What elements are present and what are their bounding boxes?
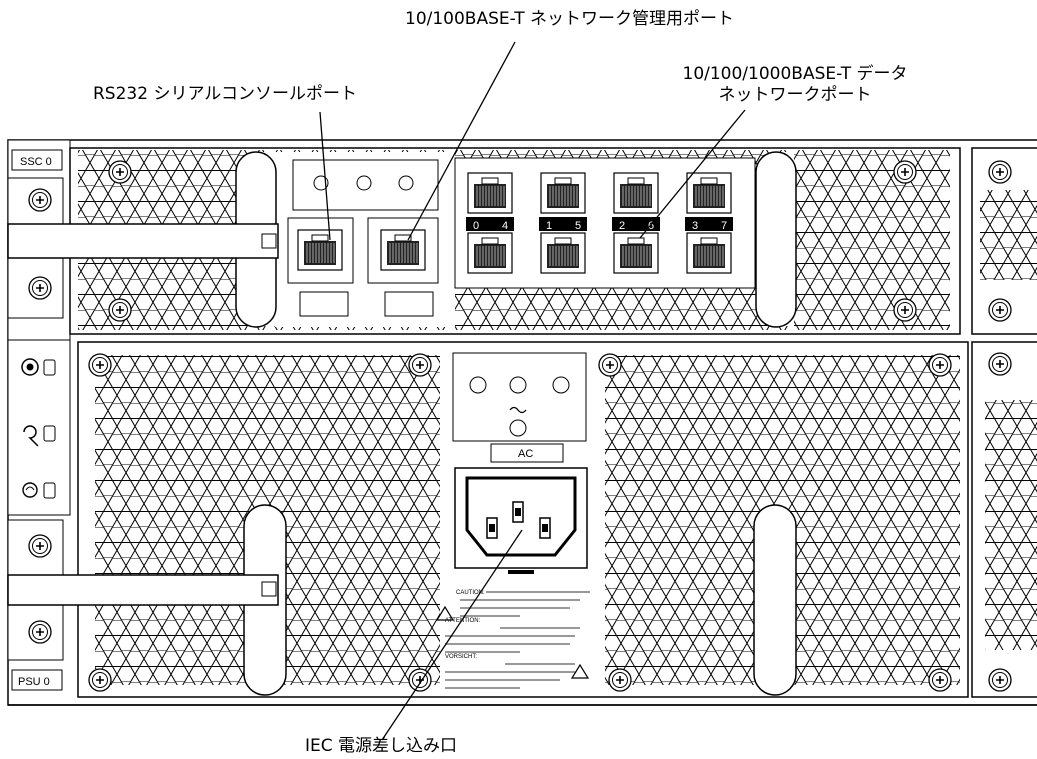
screw-icon — [28, 620, 52, 644]
screw-icon — [108, 160, 132, 184]
data-port-callout: 10/100/1000BASE-T データ ネットワークポート — [665, 64, 925, 106]
dc-led — [469, 376, 487, 394]
attention-text: ATTENTION: — [445, 618, 481, 624]
port-number: 0 — [473, 220, 479, 232]
ssc-module: 0 4 1 5 2 6 3 7 SSC 0 — [7, 139, 961, 341]
power-inlet-leader — [381, 529, 523, 741]
screw-icon — [598, 353, 622, 377]
data-port-leader — [639, 109, 746, 239]
mgmt-port — [380, 229, 426, 271]
serial-port-leader — [319, 111, 331, 241]
service-led — [509, 376, 527, 394]
screw-icon — [88, 353, 112, 377]
screw-icon — [893, 298, 917, 322]
psu-label-box — [11, 669, 63, 691]
serial-port — [297, 229, 343, 271]
port-number: 2 — [619, 220, 625, 232]
screw-icon — [540, 172, 586, 214]
screw-icon — [988, 352, 1012, 376]
ac-label: AC — [518, 448, 533, 460]
ac-led — [509, 419, 527, 437]
power-inlet-callout: IEC 電源差し込み口 — [305, 736, 458, 756]
screw-icon — [408, 353, 432, 377]
port-number: 1 — [546, 220, 552, 232]
ssc-label-box — [11, 149, 63, 171]
port-number: 4 — [502, 220, 508, 232]
ssc-pull-handle — [7, 223, 279, 259]
ssc-ejector-right — [755, 151, 797, 328]
screw-icon — [686, 172, 732, 214]
mgmt-port-leader — [407, 41, 516, 241]
data-port-callout-line1: 10/100/1000BASE-T データ — [682, 64, 908, 84]
mgmt-port-callout: 10/100BASE-T ネットワーク管理用ポート — [405, 9, 734, 29]
screw-icon — [467, 172, 513, 214]
screw-icon — [988, 668, 1012, 692]
screw-icon — [28, 188, 52, 212]
data-ports: 0 4 1 5 2 6 3 7 — [466, 172, 733, 274]
psu-pull-handle — [7, 574, 279, 606]
screw-icon — [28, 276, 52, 300]
data-port-callout-line2: ネットワークポート — [718, 85, 872, 105]
port-number: 5 — [575, 220, 581, 232]
ssc-label: SSC 0 — [20, 156, 52, 168]
screw-icon — [928, 668, 952, 692]
dc-ok-led — [552, 376, 570, 394]
screw-icon — [988, 298, 1012, 322]
screw-icon — [928, 353, 952, 377]
psu-label: PSU 0 — [18, 676, 50, 688]
vorsicht-text: VORSICHT: — [445, 654, 477, 660]
power-ok-icon — [22, 482, 38, 498]
serial-port-callout: RS232 シリアルコンソールポート — [93, 84, 357, 104]
warning-triangle-icon — [435, 605, 455, 621]
psu-ejector-right — [753, 504, 797, 696]
screw-icon — [88, 668, 112, 692]
ac-icon — [509, 406, 527, 414]
screw-icon — [686, 232, 732, 274]
port-number: 6 — [648, 220, 654, 232]
port-number: 7 — [721, 220, 727, 232]
screw-icon — [540, 232, 586, 274]
port-number: 3 — [692, 220, 698, 232]
screw-icon — [608, 668, 632, 692]
caution-text: CAUTION: — [456, 590, 485, 596]
ac-label-box — [490, 443, 564, 463]
psu-module: AC CAUTION: ATTENTION: VORSICHT: — [7, 339, 969, 698]
screw-icon — [108, 298, 132, 322]
screw-icon — [28, 534, 52, 558]
screw-icon — [988, 160, 1012, 184]
screw-icon — [893, 160, 917, 184]
screw-icon — [613, 172, 659, 214]
wrench-icon — [23, 425, 39, 447]
warning-triangle-icon — [570, 663, 590, 679]
screw-icon — [467, 232, 513, 274]
screw-icon — [613, 232, 659, 274]
